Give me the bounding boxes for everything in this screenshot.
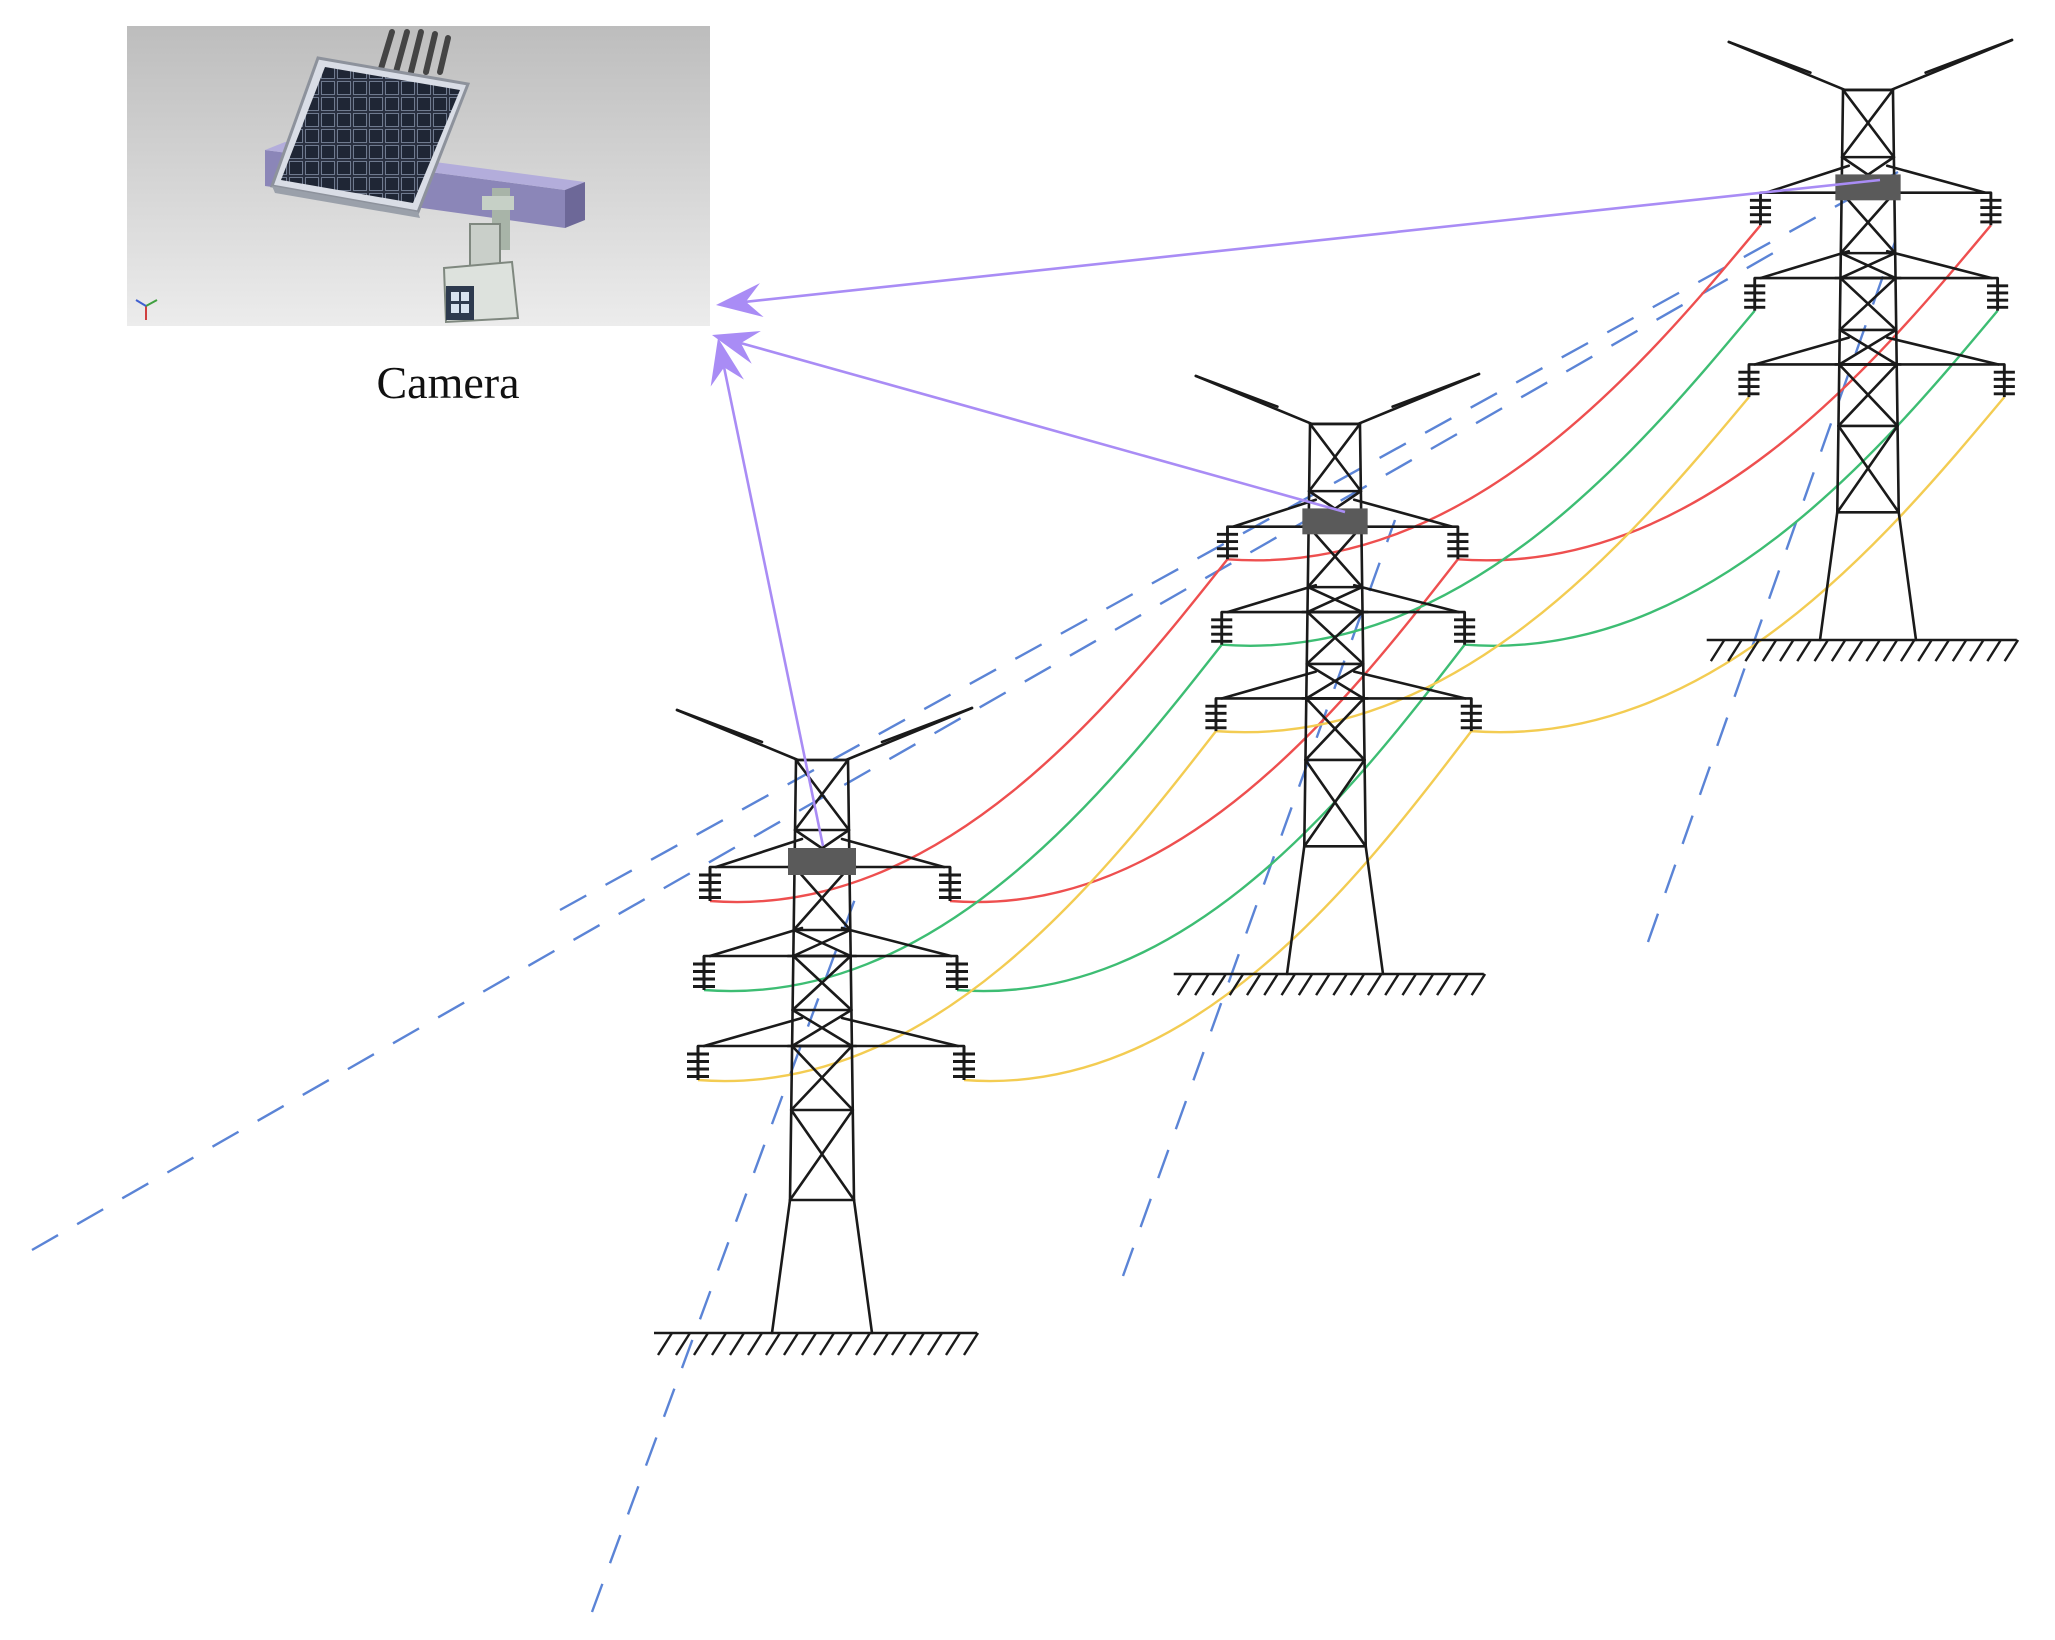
insulator-icon <box>1460 698 1482 732</box>
conductor-wires <box>697 224 2006 1083</box>
transmission-tower <box>1194 372 1481 976</box>
conductor-wire <box>1215 396 1750 734</box>
conductor-wire <box>1471 396 2006 734</box>
camera-head-icon <box>442 188 520 324</box>
ground-symbol <box>1706 638 2020 662</box>
axis-triad-icon <box>135 299 158 320</box>
sight-line <box>559 170 1899 912</box>
signal-arrow-shaft <box>722 367 825 847</box>
conductor-wire <box>1221 309 1756 647</box>
camera-photo <box>127 26 710 326</box>
insulator-icon <box>1205 698 1227 732</box>
conductor-wire <box>703 643 1223 993</box>
monitoring-device <box>788 848 856 875</box>
insulator-icon <box>1211 612 1233 645</box>
conductor-wire <box>709 558 1229 904</box>
camera-label: Camera <box>376 357 519 408</box>
sight-line <box>1121 519 1397 1277</box>
signal-arrow-shaft <box>745 178 1881 304</box>
insulator-icon <box>687 1046 709 1080</box>
conductor-wire <box>1457 224 1992 562</box>
conductor-wire <box>949 558 1459 904</box>
solar-panel-icon <box>269 56 471 218</box>
monitoring-device <box>1835 174 1901 201</box>
insulator-icon <box>1993 364 2015 398</box>
insulator-icon <box>1749 192 1772 226</box>
insulator-icon <box>1447 526 1469 560</box>
camera-sight-lines <box>31 170 1899 1613</box>
insulator-icon <box>1987 278 2009 311</box>
insulator-icon <box>1216 526 1239 560</box>
sight-line <box>590 879 864 1613</box>
conductor-wire <box>1227 224 1762 562</box>
monitoring-device <box>1302 508 1368 535</box>
insulator-icon <box>1454 612 1476 645</box>
transmission-tower <box>1727 38 2014 642</box>
insulator-icon <box>699 867 721 901</box>
conductor-wire <box>963 730 1473 1083</box>
insulator-icon <box>1738 364 1760 398</box>
insulator-icon <box>1980 192 2002 226</box>
ground-symbol <box>1173 972 1487 996</box>
conductor-wire <box>1464 309 1999 647</box>
insulator-icon <box>939 867 961 901</box>
signal-arrowhead <box>712 331 761 364</box>
signal-arrowhead <box>710 338 744 387</box>
antenna-icon <box>377 29 451 75</box>
insulator-icon <box>1744 278 1766 311</box>
conductor-wire <box>956 643 1466 993</box>
sight-line <box>31 250 1776 1252</box>
sight-line <box>1646 241 1897 943</box>
insulator-icon <box>946 956 968 990</box>
transmission-towers <box>654 38 2020 1356</box>
conductor-wire <box>697 730 1217 1083</box>
insulator-icon <box>693 956 715 990</box>
ground-symbol <box>654 1331 980 1356</box>
signal-arrows <box>710 178 1881 847</box>
signal-arrowhead <box>716 283 764 317</box>
insulator-icon <box>953 1046 975 1080</box>
signal-arrow-shaft <box>740 341 1346 514</box>
